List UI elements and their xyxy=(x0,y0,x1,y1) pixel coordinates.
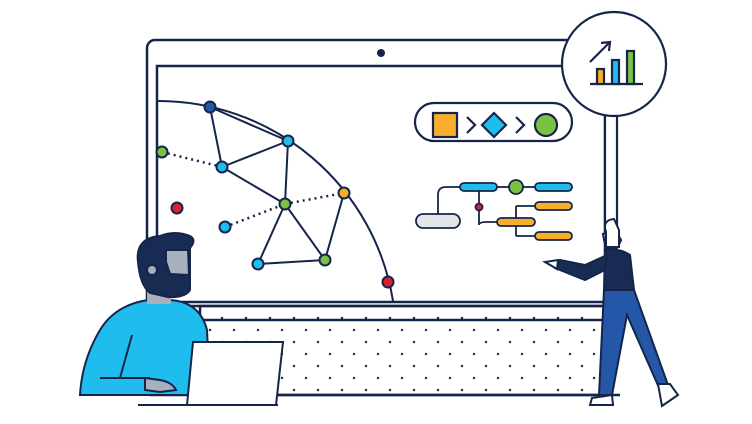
decision-tree-icon xyxy=(415,179,573,241)
growth-chart-magnifier-icon xyxy=(560,10,668,251)
person-with-laptop-icon xyxy=(78,232,285,406)
person-presenting-icon xyxy=(542,217,680,408)
network-graph-icon xyxy=(155,99,395,302)
process-flow-icon xyxy=(413,101,574,143)
